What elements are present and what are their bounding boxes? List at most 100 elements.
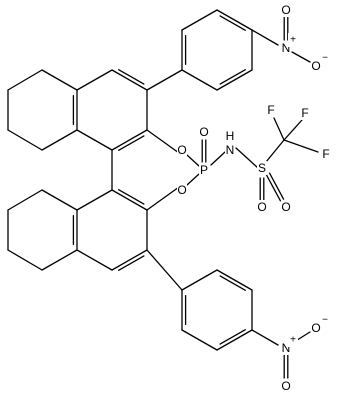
upper-nitro-nitrogen-group: N	[281, 41, 291, 55]
fluorine-2-bg	[300, 106, 310, 120]
sulfonyl-oxygen-1-group: O	[257, 200, 267, 214]
c-f1-bond	[273, 117, 285, 141]
p-n-bond	[210, 151, 226, 166]
c2-o1-bond	[146, 129, 180, 154]
lower-phenyl-3-inner	[219, 329, 246, 345]
p-oxo-oxygen: O	[199, 125, 208, 139]
sulfur-atom: S	[258, 161, 266, 175]
sulfonyl-oxygen-1: O	[257, 200, 266, 214]
lower-aryl-link	[146, 249, 183, 291]
lower-phenyl-3	[216, 329, 253, 351]
lower-nitro-minus-bg	[320, 313, 330, 327]
lower-ring-bond-3-inner	[118, 255, 145, 271]
lower-ring-bond-3	[111, 249, 148, 271]
upper-phenyl-5-inner	[219, 69, 246, 85]
upper-phenyl-3	[216, 9, 253, 31]
upper-ring-bond-3	[111, 69, 148, 91]
fluorine-3-bg	[321, 147, 331, 161]
nitrogen-hydrogen-bg	[225, 129, 235, 143]
upper-nitro-minus: −	[322, 53, 328, 64]
c2-o2-bond	[146, 186, 180, 211]
nitrogen-hydrogen: H	[226, 129, 235, 143]
upper-nitro-minus-bg	[320, 51, 330, 65]
sulfonyl-oxygen-2-group: O	[281, 200, 291, 214]
o1-ring-oxygen-group: O	[177, 143, 187, 157]
lower-nitro-minus-group: −	[320, 313, 330, 327]
p-oxo-oxygen-bg	[199, 125, 209, 139]
fluorine-2-group: F	[300, 106, 310, 120]
o1-p-bond	[186, 154, 200, 167]
upper-phenyl-6	[181, 69, 218, 91]
upper-nitro-oxygen-double-group: O	[281, 3, 291, 17]
o2-ring-oxygen-bg	[177, 183, 187, 197]
upper-nitro-oxygen-double-bg	[281, 3, 291, 17]
c-f2-bond	[283, 119, 303, 141]
upper-c-nitro-bond	[251, 29, 279, 46]
fluorine-1-bg	[266, 103, 276, 117]
fluorine-1-group: F	[266, 103, 276, 117]
upper-nitro-nitrogen-bg	[281, 41, 291, 55]
c-f3-bond	[283, 139, 319, 153]
lower-nitro-nitrogen: N	[282, 341, 291, 355]
upper-phenyl-3-inner	[219, 15, 246, 31]
lower-nitro-oxygen-double-group: O	[281, 379, 291, 393]
lower-ring-bond-1	[111, 189, 148, 211]
s-c-bond	[265, 139, 285, 163]
sulfonyl-oxygen-2-bg	[281, 200, 291, 214]
lower-cyclohexane-5	[41, 249, 78, 271]
upper-ring-bond-6	[76, 129, 113, 151]
lower-phenyl-5	[216, 269, 253, 291]
upper-nitro-plus-bg	[288, 33, 298, 47]
upper-ring-bond-1	[111, 129, 148, 151]
upper-phenyl-5	[216, 69, 253, 91]
lower-ring-bond-6	[76, 189, 113, 211]
phosphorus-atom-group: P	[199, 163, 209, 177]
phosphorus-atom-bg	[199, 163, 209, 177]
o1-ring-oxygen-bg	[177, 143, 187, 157]
sulfur-atom-bg	[257, 161, 267, 175]
lower-phenyl-5-inner	[219, 275, 246, 291]
fluorine-3-group: F	[321, 147, 331, 161]
upper-nitro-oxygen-single-bg	[311, 59, 321, 73]
lower-nitro-plus: +	[290, 335, 296, 346]
upper-cyclohexane-5	[41, 129, 78, 151]
o2-ring-oxygen: O	[177, 183, 186, 197]
fluorine-3: F	[322, 147, 329, 161]
lower-phenyl-6	[181, 269, 218, 291]
o2-p-bond	[186, 173, 200, 186]
upper-cyclohexane-2	[7, 69, 43, 91]
lower-nitro-plus-bg	[288, 333, 298, 347]
lower-cyclohexane-4	[7, 249, 43, 271]
lower-nitro-nitrogen-bg	[281, 341, 291, 355]
lower-phenyl-2	[181, 329, 218, 351]
upper-cyclohexane-4	[7, 129, 43, 151]
upper-n-o-single-bond	[291, 51, 311, 63]
lower-cyclohexane-1	[41, 189, 78, 211]
upper-ring-bond-4	[76, 69, 113, 91]
upper-nitro-oxygen-single: O	[311, 59, 320, 73]
phosphorus-atom: P	[200, 163, 208, 177]
upper-nitro-minus-group: −	[320, 51, 330, 65]
upper-cyclohexane-1	[41, 69, 78, 91]
upper-ring-bond-3-inner	[118, 69, 145, 85]
lower-nitro-nitrogen-group: N	[281, 341, 291, 355]
o1-ring-oxygen: O	[177, 143, 186, 157]
sulfonyl-oxygen-2: O	[281, 200, 290, 214]
upper-aryl-link	[146, 69, 183, 91]
lower-c-nitro-bond	[251, 329, 279, 346]
lower-ring-bond-4	[76, 249, 113, 271]
bond-layer	[7, 9, 319, 379]
upper-nitro-oxygen-single-group: O	[311, 59, 321, 73]
lower-ring-bond-1-inner	[118, 189, 145, 205]
p-oxo-oxygen-group: O	[199, 125, 209, 139]
upper-ring-bond-1-inner	[118, 135, 145, 151]
n-s-bond	[235, 147, 259, 169]
upper-nitro-plus-group: +	[288, 33, 298, 47]
sulfonamide-nitrogen-group: N	[225, 143, 235, 157]
lower-nitro-oxygen-single-bg	[311, 321, 321, 335]
fluorine-2: F	[301, 106, 308, 120]
s-oxo-double-bond-2	[265, 174, 282, 202]
